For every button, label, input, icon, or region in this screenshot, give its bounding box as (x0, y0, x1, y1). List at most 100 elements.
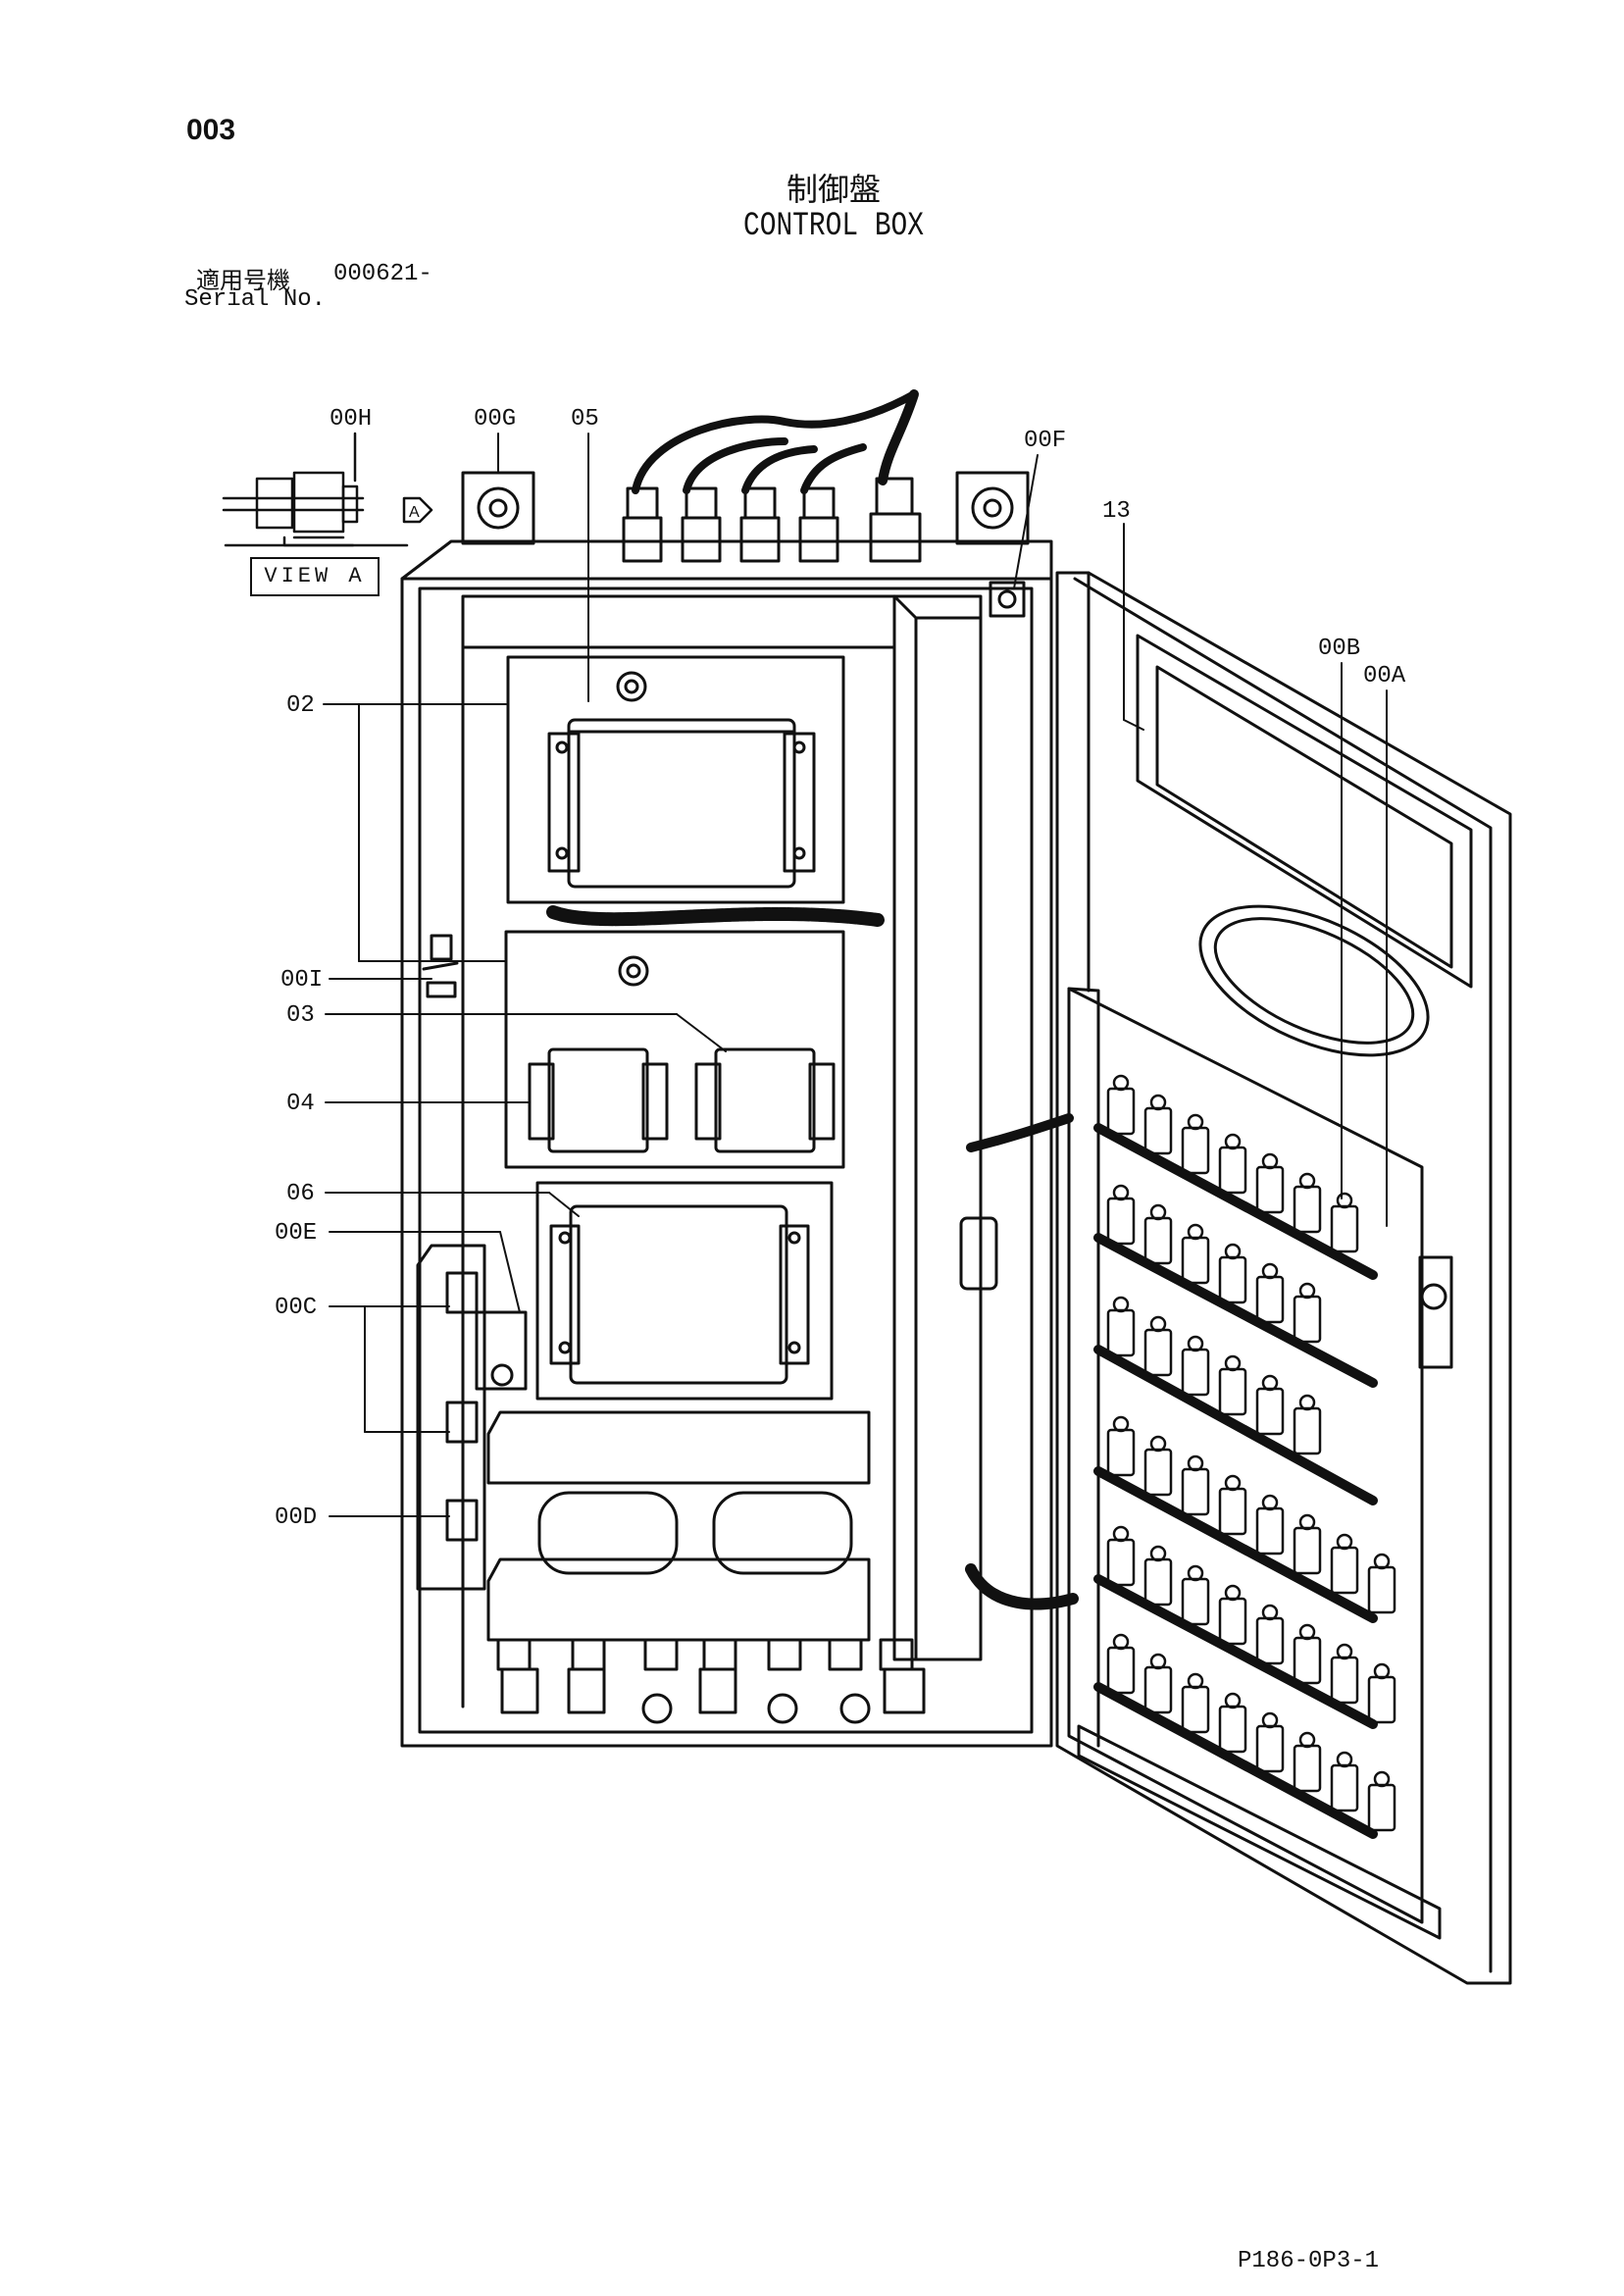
relay-cap (1187, 1223, 1204, 1241)
relay-cap (1187, 1113, 1204, 1131)
label-02: 02 (286, 692, 315, 719)
relay (1218, 1705, 1247, 1754)
relay (1143, 1448, 1173, 1497)
unit-05 (567, 718, 796, 889)
relay (1367, 1675, 1396, 1724)
relay (1106, 1428, 1136, 1477)
relay-cap (1298, 1731, 1316, 1749)
relay (1106, 1308, 1136, 1357)
relay-cap (1298, 1513, 1316, 1531)
upper-panel (506, 655, 845, 904)
relay-cap (1112, 1074, 1130, 1092)
relay-cap (1224, 1584, 1242, 1602)
serial-label-japanese: 適用号機 (196, 267, 290, 294)
relay (1255, 1275, 1285, 1324)
relay (1106, 1087, 1136, 1136)
cabinet-body (400, 454, 1053, 1748)
relay (1293, 1295, 1322, 1344)
relay-cap (1187, 1454, 1204, 1472)
label-00G: 00G (474, 406, 517, 433)
relay (1181, 1348, 1210, 1397)
relay (1181, 1126, 1210, 1175)
relay-cap (1336, 1643, 1353, 1660)
relay-cap (1187, 1672, 1204, 1690)
label-00C: 00C (275, 1295, 318, 1321)
leader-lines (323, 662, 1388, 1517)
relay (1218, 1487, 1247, 1536)
relay (1106, 1197, 1136, 1246)
relay-cap (1261, 1374, 1279, 1392)
mounting-bracket-right (955, 471, 1030, 545)
relay (1330, 1656, 1359, 1705)
mounting-bracket-left (461, 433, 535, 545)
label-00I: 00I (280, 967, 324, 994)
left-terminal-rail (416, 934, 528, 1591)
relay-rows (1093, 1123, 1378, 1839)
relay-cap (1373, 1662, 1391, 1680)
label-05: 05 (571, 406, 599, 433)
relay (1143, 1106, 1173, 1155)
relay-cap (1373, 1770, 1391, 1788)
relay (1367, 1783, 1396, 1832)
relay-cap (1149, 1094, 1167, 1111)
relay-cap (1336, 1751, 1353, 1768)
document-code: P186-0P3-1 (1238, 2248, 1380, 2274)
relay (1143, 1328, 1173, 1377)
relay (1181, 1236, 1210, 1285)
relay-cap (1224, 1133, 1242, 1150)
relay (1293, 1406, 1322, 1455)
label-00D: 00D (275, 1505, 318, 1531)
relay-cap (1261, 1711, 1279, 1729)
relay-cap (1224, 1474, 1242, 1492)
middle-panel (504, 930, 845, 1169)
relay (1293, 1185, 1322, 1234)
label-06: 06 (286, 1181, 315, 1207)
label-13: 13 (1102, 498, 1131, 525)
relay-cap (1336, 1192, 1353, 1209)
relay-cap (1149, 1203, 1167, 1221)
relay (1218, 1255, 1247, 1304)
relay (1255, 1616, 1285, 1665)
relay (1255, 1506, 1285, 1556)
relay-cap (1298, 1623, 1316, 1641)
relay-cap (1336, 1533, 1353, 1551)
cable-glands (587, 389, 922, 702)
serial-value: 000621- (333, 261, 432, 287)
relay-cap (1187, 1335, 1204, 1352)
relays (1106, 1074, 1396, 1832)
relay-cap (1112, 1184, 1130, 1201)
serial-label-english: Serial No. (184, 286, 327, 313)
relay-cap (1149, 1435, 1167, 1453)
relay (1255, 1165, 1285, 1214)
label-03: 03 (286, 1002, 315, 1029)
relay (1255, 1387, 1285, 1436)
relay (1293, 1744, 1322, 1793)
relay (1218, 1597, 1247, 1646)
label-04: 04 (286, 1091, 315, 1117)
relay (1218, 1146, 1247, 1195)
relay (1330, 1763, 1359, 1812)
view-a-box: VIEW A (250, 557, 380, 596)
relay-cap (1298, 1282, 1316, 1300)
relay-cap (1261, 1604, 1279, 1621)
relay (1181, 1577, 1210, 1626)
relay (1106, 1538, 1136, 1587)
relay-cap (1261, 1262, 1279, 1280)
relay-cap (1224, 1243, 1242, 1260)
relay (1143, 1665, 1173, 1714)
bottom-terminals (486, 1410, 926, 1724)
relay-cap (1149, 1545, 1167, 1562)
relay-cap (1224, 1692, 1242, 1709)
relay-cap (1112, 1415, 1130, 1433)
relay (1330, 1546, 1359, 1595)
label-00A: 00A (1363, 663, 1406, 689)
relay-cap (1112, 1633, 1130, 1651)
relay (1255, 1724, 1285, 1773)
relay (1293, 1636, 1322, 1685)
label-00E: 00E (275, 1220, 318, 1247)
lower-panel (535, 1181, 834, 1401)
label-00H: 00H (330, 406, 373, 433)
title-english: CONTROL BOX (742, 208, 925, 245)
relay-cap (1224, 1354, 1242, 1372)
